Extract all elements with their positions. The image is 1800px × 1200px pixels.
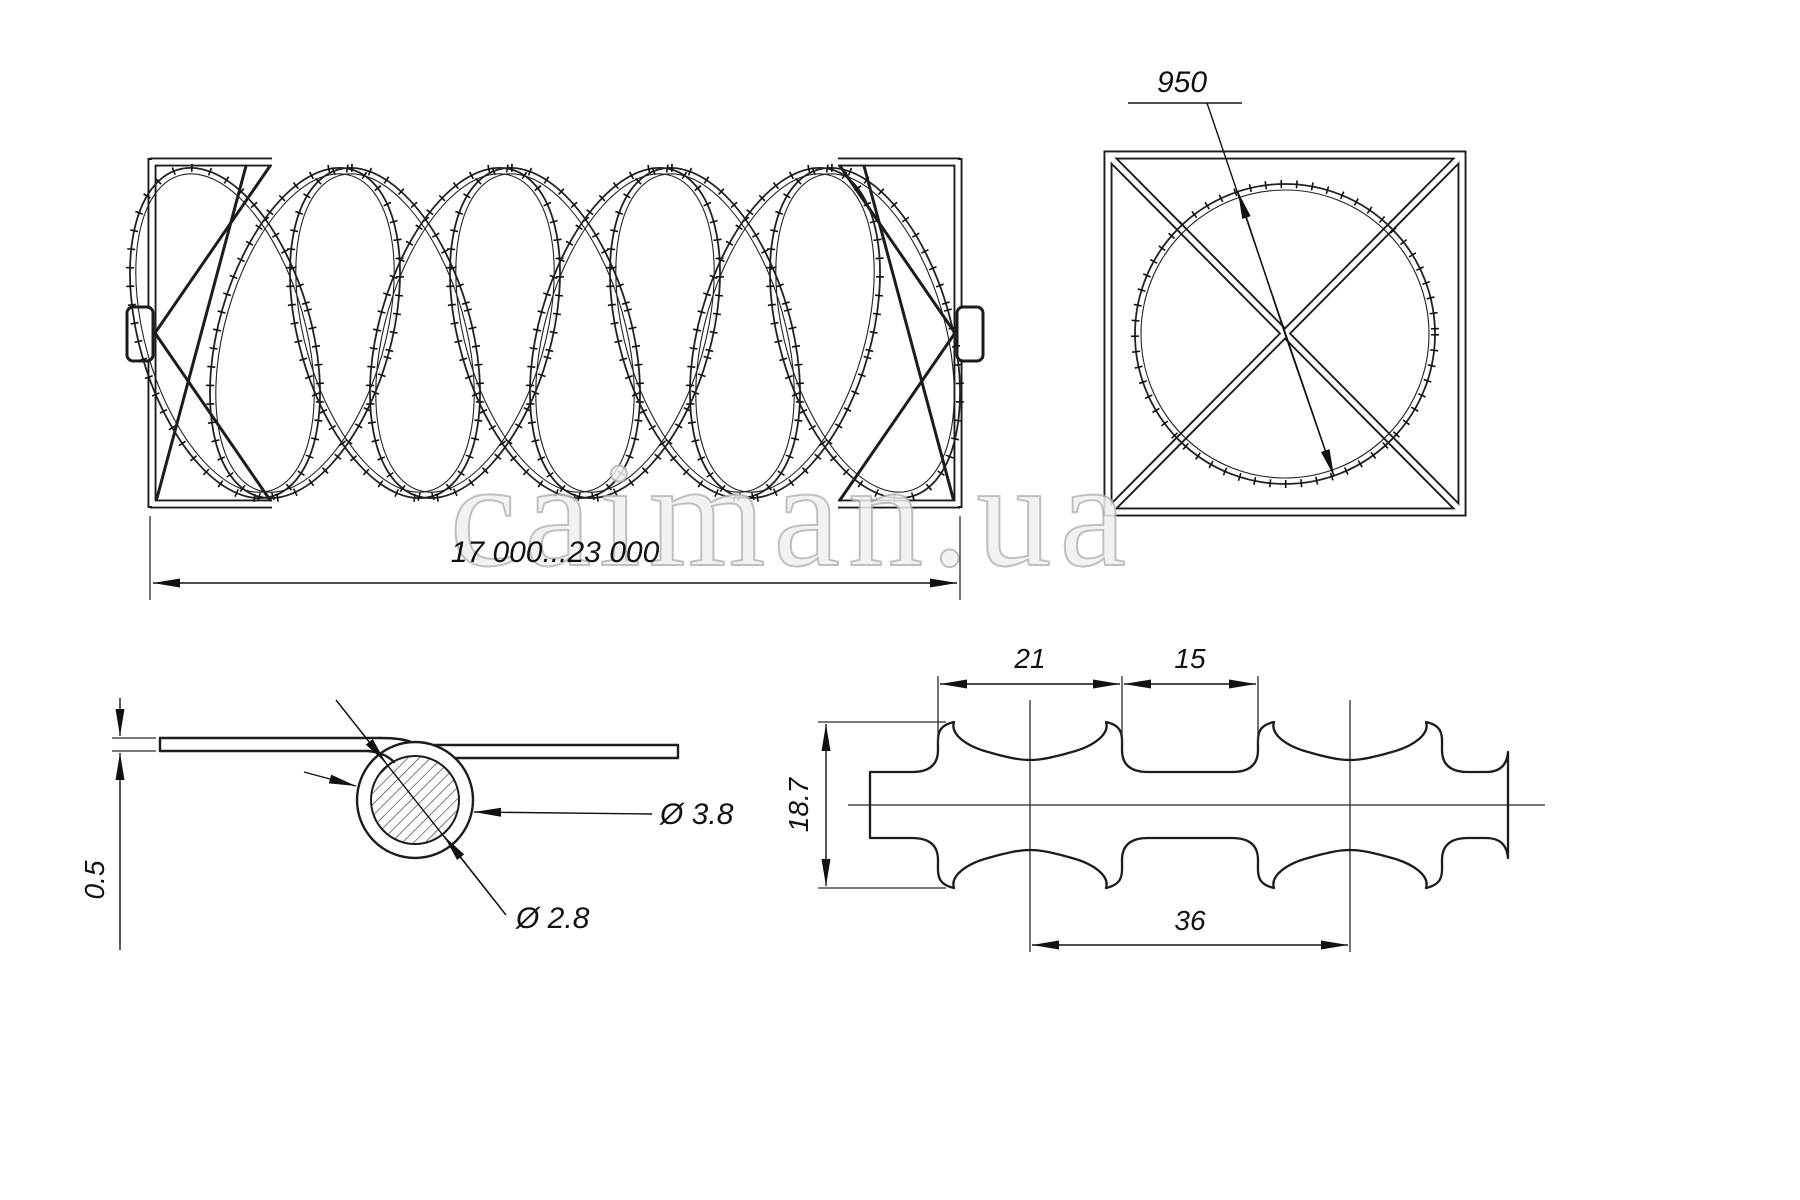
core-diameter-dimension: Ø 2.8 <box>335 699 590 935</box>
cluster-width-dimension: 21 <box>937 643 1123 744</box>
core-diameter-label: Ø 2.8 <box>515 902 590 935</box>
tape-wrap-outer <box>355 740 475 860</box>
tape-strip-left <box>158 736 413 764</box>
right-brace-upper <box>838 164 957 335</box>
watermark-text: caiman.ua <box>450 432 1134 598</box>
overall-length-label: 17 000...23 000 <box>451 536 660 569</box>
right-handle <box>955 305 985 363</box>
tape-height-dimension: 18.7 <box>783 721 946 889</box>
right-brace-diagonal <box>862 164 955 500</box>
cluster-pitch-label: 36 <box>1174 905 1206 936</box>
side-view <box>95 146 994 520</box>
right-brace-lower <box>838 331 957 502</box>
left-handle <box>125 305 155 363</box>
left-brace-lower <box>153 331 272 502</box>
end-view: 950 <box>1103 66 1467 517</box>
coil-circle-inner <box>1140 189 1430 479</box>
overall-length-dimension: 17 000...23 000 <box>149 516 961 600</box>
tape-height-label: 18.7 <box>783 776 814 832</box>
outer-diameter-label: Ø 3.8 <box>659 798 734 831</box>
tape-profile-view: 21 15 18.7 36 <box>783 643 1545 952</box>
tape-thickness-label: 0.5 <box>79 860 110 899</box>
coil-loop <box>175 146 434 520</box>
coil-diameter-dimension: 950 <box>1128 66 1335 477</box>
cluster-gap-label: 15 <box>1174 643 1206 674</box>
tape-strip-right <box>432 743 680 760</box>
outer-diameter-dimension: Ø 3.8 <box>303 771 734 831</box>
coil-circle-barbs <box>1131 180 1439 488</box>
cluster-gap-dimension: 15 <box>1124 643 1259 744</box>
cluster-pitch-dimension: 36 <box>1032 905 1348 950</box>
tape-thickness-dimension: 0.5 <box>79 698 156 950</box>
tape-profile-outline <box>868 720 1510 890</box>
coil-diameter-label: 950 <box>1157 66 1207 99</box>
left-brace-upper <box>153 164 272 335</box>
left-end-bracket <box>147 157 272 509</box>
cluster-width-label: 21 <box>1013 643 1045 674</box>
cross-section-view: 0.5 Ø 3.8 Ø 2.8 <box>79 698 734 950</box>
left-brace-diagonal <box>155 164 248 500</box>
